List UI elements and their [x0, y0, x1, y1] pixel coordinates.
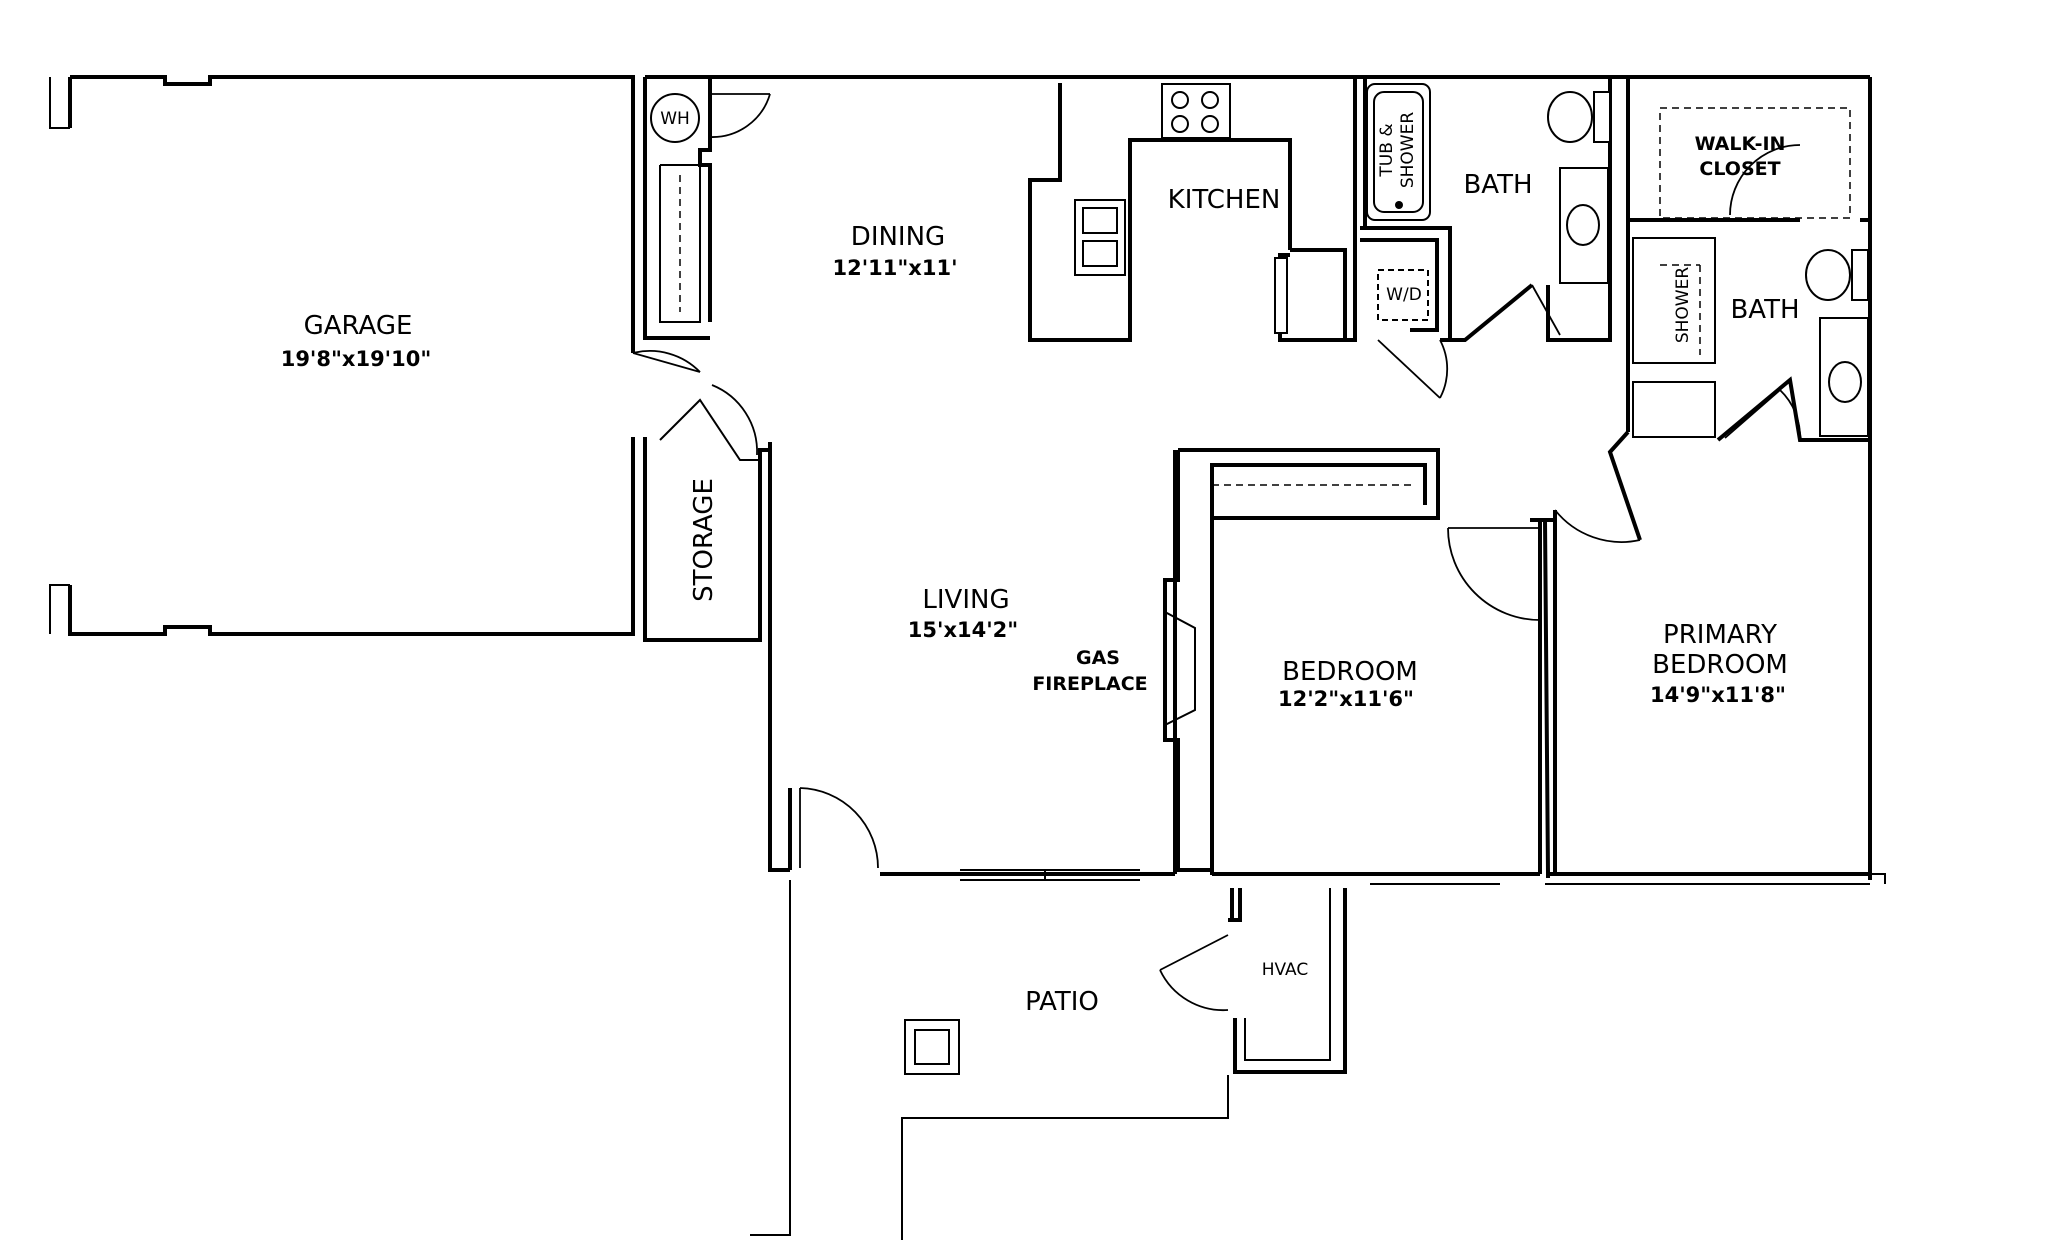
front-door[interactable] [799, 787, 879, 869]
water-heater-label: WH [660, 109, 690, 129]
garage-label: GARAGE [304, 311, 413, 341]
walk-in-closet-label-2: CLOSET [1699, 158, 1780, 180]
tub-shower-label: TUB & SHOWER [1377, 112, 1418, 189]
kitchen-label: KITCHEN [1168, 185, 1281, 215]
primary-bath-door[interactable] [1724, 389, 1801, 441]
living-label: LIVING [922, 585, 1009, 615]
garage-dimensions: 19'8"x19'10" [281, 347, 432, 371]
tub-shower-line1: TUB & [1377, 123, 1397, 177]
primary-bath-toilet [1805, 249, 1869, 301]
walk-in-closet-shelf [1659, 107, 1851, 219]
dining-label: DINING [851, 222, 945, 252]
patio-label: PATIO [1025, 987, 1099, 1017]
primary-bedroom-walls [1543, 509, 1886, 885]
bathtub [1366, 83, 1431, 221]
washer-dryer: W/D [1386, 285, 1422, 305]
bedroom-dimensions: 12'2"x11'6" [1278, 687, 1414, 711]
primary-bedroom-dimensions: 14'9"x11'8" [1650, 683, 1786, 707]
laundry-closet [1300, 77, 1452, 399]
kitchen-range [1161, 83, 1231, 139]
washer-dryer-label: W/D [1386, 285, 1422, 305]
dining-dimensions: 12'11"x11' [832, 256, 957, 280]
primary-bath-label: BATH [1730, 295, 1799, 325]
primary-bath-vanity [1819, 317, 1869, 437]
shower-label: SHOWER [1673, 267, 1693, 344]
tub-shower-line2: SHOWER [1398, 112, 1418, 189]
walk-in-closet-label-1: WALK-IN [1695, 133, 1786, 155]
hvac-closet [1159, 888, 1347, 1074]
patio-outline [750, 880, 1229, 1240]
kitchen-island [1028, 83, 1292, 342]
kitchen-fridge [1274, 248, 1347, 342]
room-labels: GARAGE 19'8"x19'10" DINING 12'11"x11' KI… [281, 133, 1800, 1017]
primary-bath-counter [1632, 381, 1716, 438]
living-dimensions: 15'x14'2" [908, 618, 1018, 642]
gas-fireplace [1164, 611, 1196, 726]
shower-stall [1632, 237, 1716, 364]
primary-bedroom-label-1: PRIMARY [1663, 620, 1777, 650]
hall-bath-toilet [1547, 91, 1611, 143]
storage-room-walls [643, 384, 770, 642]
hall-bath-walls [1363, 77, 1612, 342]
garage-walls [49, 75, 635, 636]
primary-bedroom-label-2: BEDROOM [1652, 650, 1788, 680]
water-heater-closet [643, 77, 771, 340]
bedroom-label: BEDROOM [1282, 657, 1418, 687]
bedroom-window [1370, 873, 1500, 885]
garage-entry-door[interactable] [632, 350, 701, 373]
storage-label: STORAGE [689, 478, 719, 602]
water-heater-icon: WH [650, 93, 700, 143]
fireplace-label-2: FIREPLACE [1032, 673, 1147, 695]
hvac-label: HVAC [1262, 960, 1309, 980]
living-window [960, 869, 1140, 881]
hall-bath-vanity [1559, 167, 1609, 284]
shower-label-wrap: SHOWER [1673, 267, 1693, 344]
hall-bath-label: BATH [1463, 170, 1532, 200]
house-exterior-walls [645, 75, 1872, 880]
patio-post [904, 1019, 960, 1075]
fireplace-label-1: GAS [1076, 647, 1120, 669]
